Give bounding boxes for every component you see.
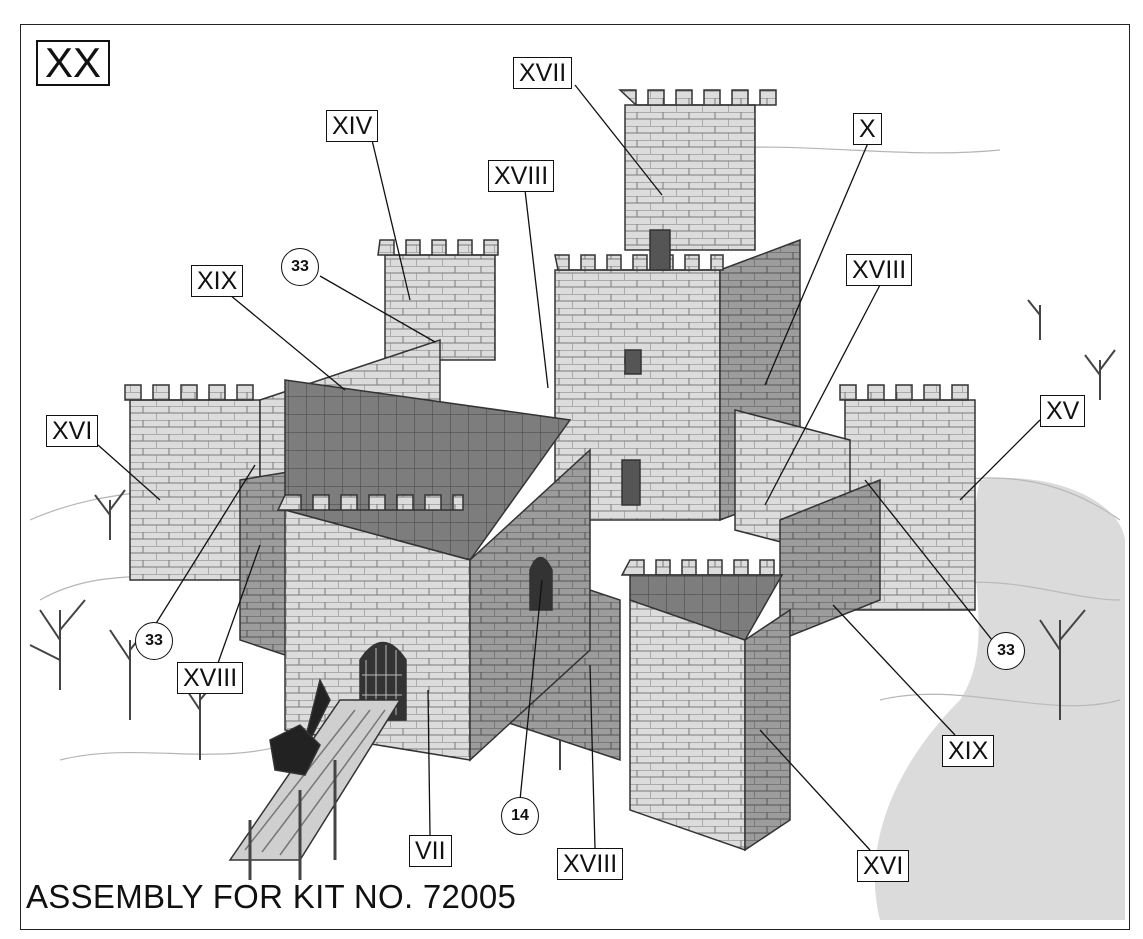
assembly-caption: ASSEMBLY FOR KIT NO. 72005 — [26, 878, 517, 915]
part-label-x: X — [853, 113, 882, 145]
callout-33-right: 33 — [987, 632, 1025, 670]
part-label-xviii-left: XVIII — [177, 662, 244, 694]
leader-lines — [97, 84, 1041, 851]
part-label-xix-right: XIX — [942, 735, 995, 767]
part-label-xviii-bottom: XVIII — [557, 848, 624, 880]
part-label-xvi-right: XVI — [857, 850, 910, 882]
keep-tower — [554, 89, 801, 522]
front-corner-tower — [620, 559, 791, 852]
part-label-xviii-right: XVIII — [846, 254, 913, 286]
plate-number: XX — [36, 40, 110, 86]
drawbridge — [228, 677, 402, 880]
river — [874, 478, 1125, 920]
part-label-xviii-top: XVIII — [488, 160, 555, 192]
gatehouse — [276, 379, 591, 762]
left-tower — [124, 384, 261, 581]
part-label-xvi-left: XVI — [46, 415, 99, 447]
part-label-xix-left: XIX — [191, 265, 244, 297]
rear-tower — [377, 239, 499, 361]
part-label-xv: XV — [1040, 395, 1086, 427]
callout-14: 14 — [501, 797, 539, 835]
callout-33-left: 33 — [135, 622, 173, 660]
callout-33-top: 33 — [281, 248, 319, 286]
illustration-frame — [20, 24, 1130, 930]
part-label-xiv: XIV — [326, 110, 379, 142]
part-label-vii: VII — [409, 835, 452, 867]
part-label-xvii: XVII — [513, 57, 573, 89]
